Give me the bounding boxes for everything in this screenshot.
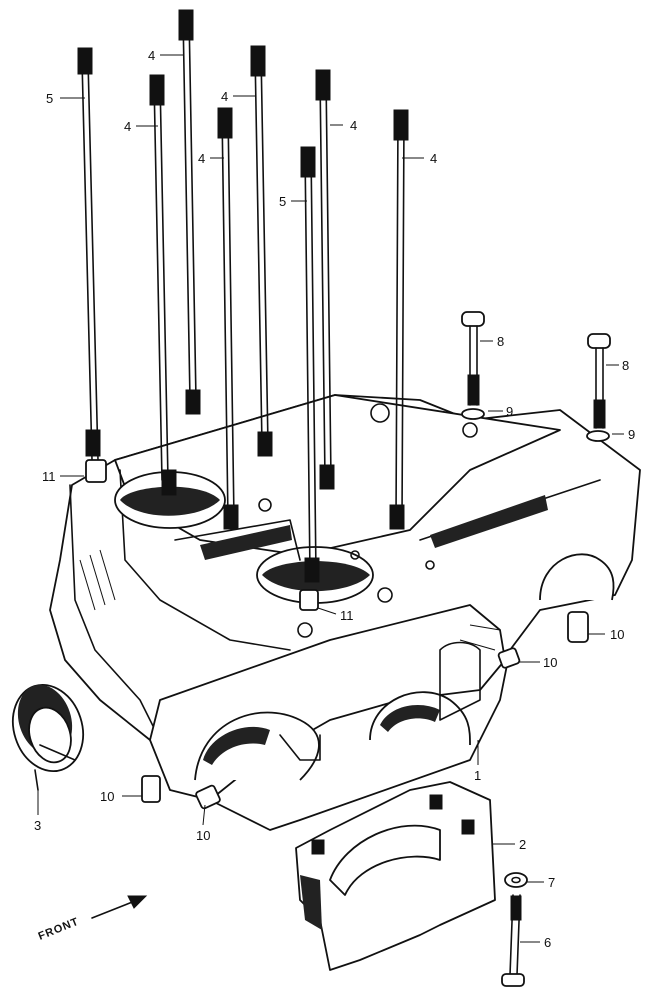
callout-4-d: 4 [221, 89, 228, 104]
callout-9-a: 9 [506, 404, 513, 419]
callout-7: 7 [548, 875, 555, 890]
stud-5-left [77, 47, 101, 461]
stud-4-e [315, 69, 335, 490]
callout-3: 3 [34, 818, 41, 833]
oil-seal-part-3 [12, 683, 84, 791]
callout-4-e: 4 [350, 118, 357, 133]
callout-8-b: 8 [622, 358, 629, 373]
callout-5-right: 5 [279, 194, 286, 209]
leader-lines [37, 54, 624, 943]
callout-11-left: 11 [42, 469, 56, 484]
stud-4-b [178, 9, 201, 415]
bearing-cap-part-2 [295, 781, 496, 971]
front-label: FRONT [37, 916, 81, 943]
callout-4-a: 4 [124, 119, 131, 134]
crankcase-upper [49, 394, 641, 831]
callout-10-bottom: 10 [196, 828, 210, 843]
callout-10-left: 10 [100, 789, 114, 804]
callout-5-left: 5 [46, 91, 53, 106]
stud-4-d [250, 45, 273, 457]
bolt-6-washer-7 [501, 872, 528, 987]
stud-4-f [389, 109, 409, 530]
dowel-pins [85, 459, 589, 810]
stud-4-a [149, 74, 177, 496]
stud-4-c [217, 107, 239, 530]
callout-9-b: 9 [628, 427, 635, 442]
callout-8-a: 8 [497, 334, 504, 349]
bolts-8-washers-9 [461, 311, 611, 442]
callout-2: 2 [519, 837, 526, 852]
callout-4-f: 4 [430, 151, 437, 166]
front-direction-indicator: FRONT [37, 895, 148, 943]
callout-10-mid: 10 [543, 655, 557, 670]
stud-group [77, 9, 409, 583]
callout-labels: 5 4 4 4 4 4 5 4 11 11 8 8 9 9 10 10 10 1… [34, 48, 635, 950]
callout-11-mid: 11 [340, 608, 354, 623]
callout-6: 6 [544, 935, 551, 950]
callout-1: 1 [474, 768, 481, 783]
stud-5-right [300, 146, 320, 583]
callout-10-right: 10 [610, 627, 624, 642]
callout-4-c: 4 [198, 151, 205, 166]
callout-4-b: 4 [148, 48, 155, 63]
